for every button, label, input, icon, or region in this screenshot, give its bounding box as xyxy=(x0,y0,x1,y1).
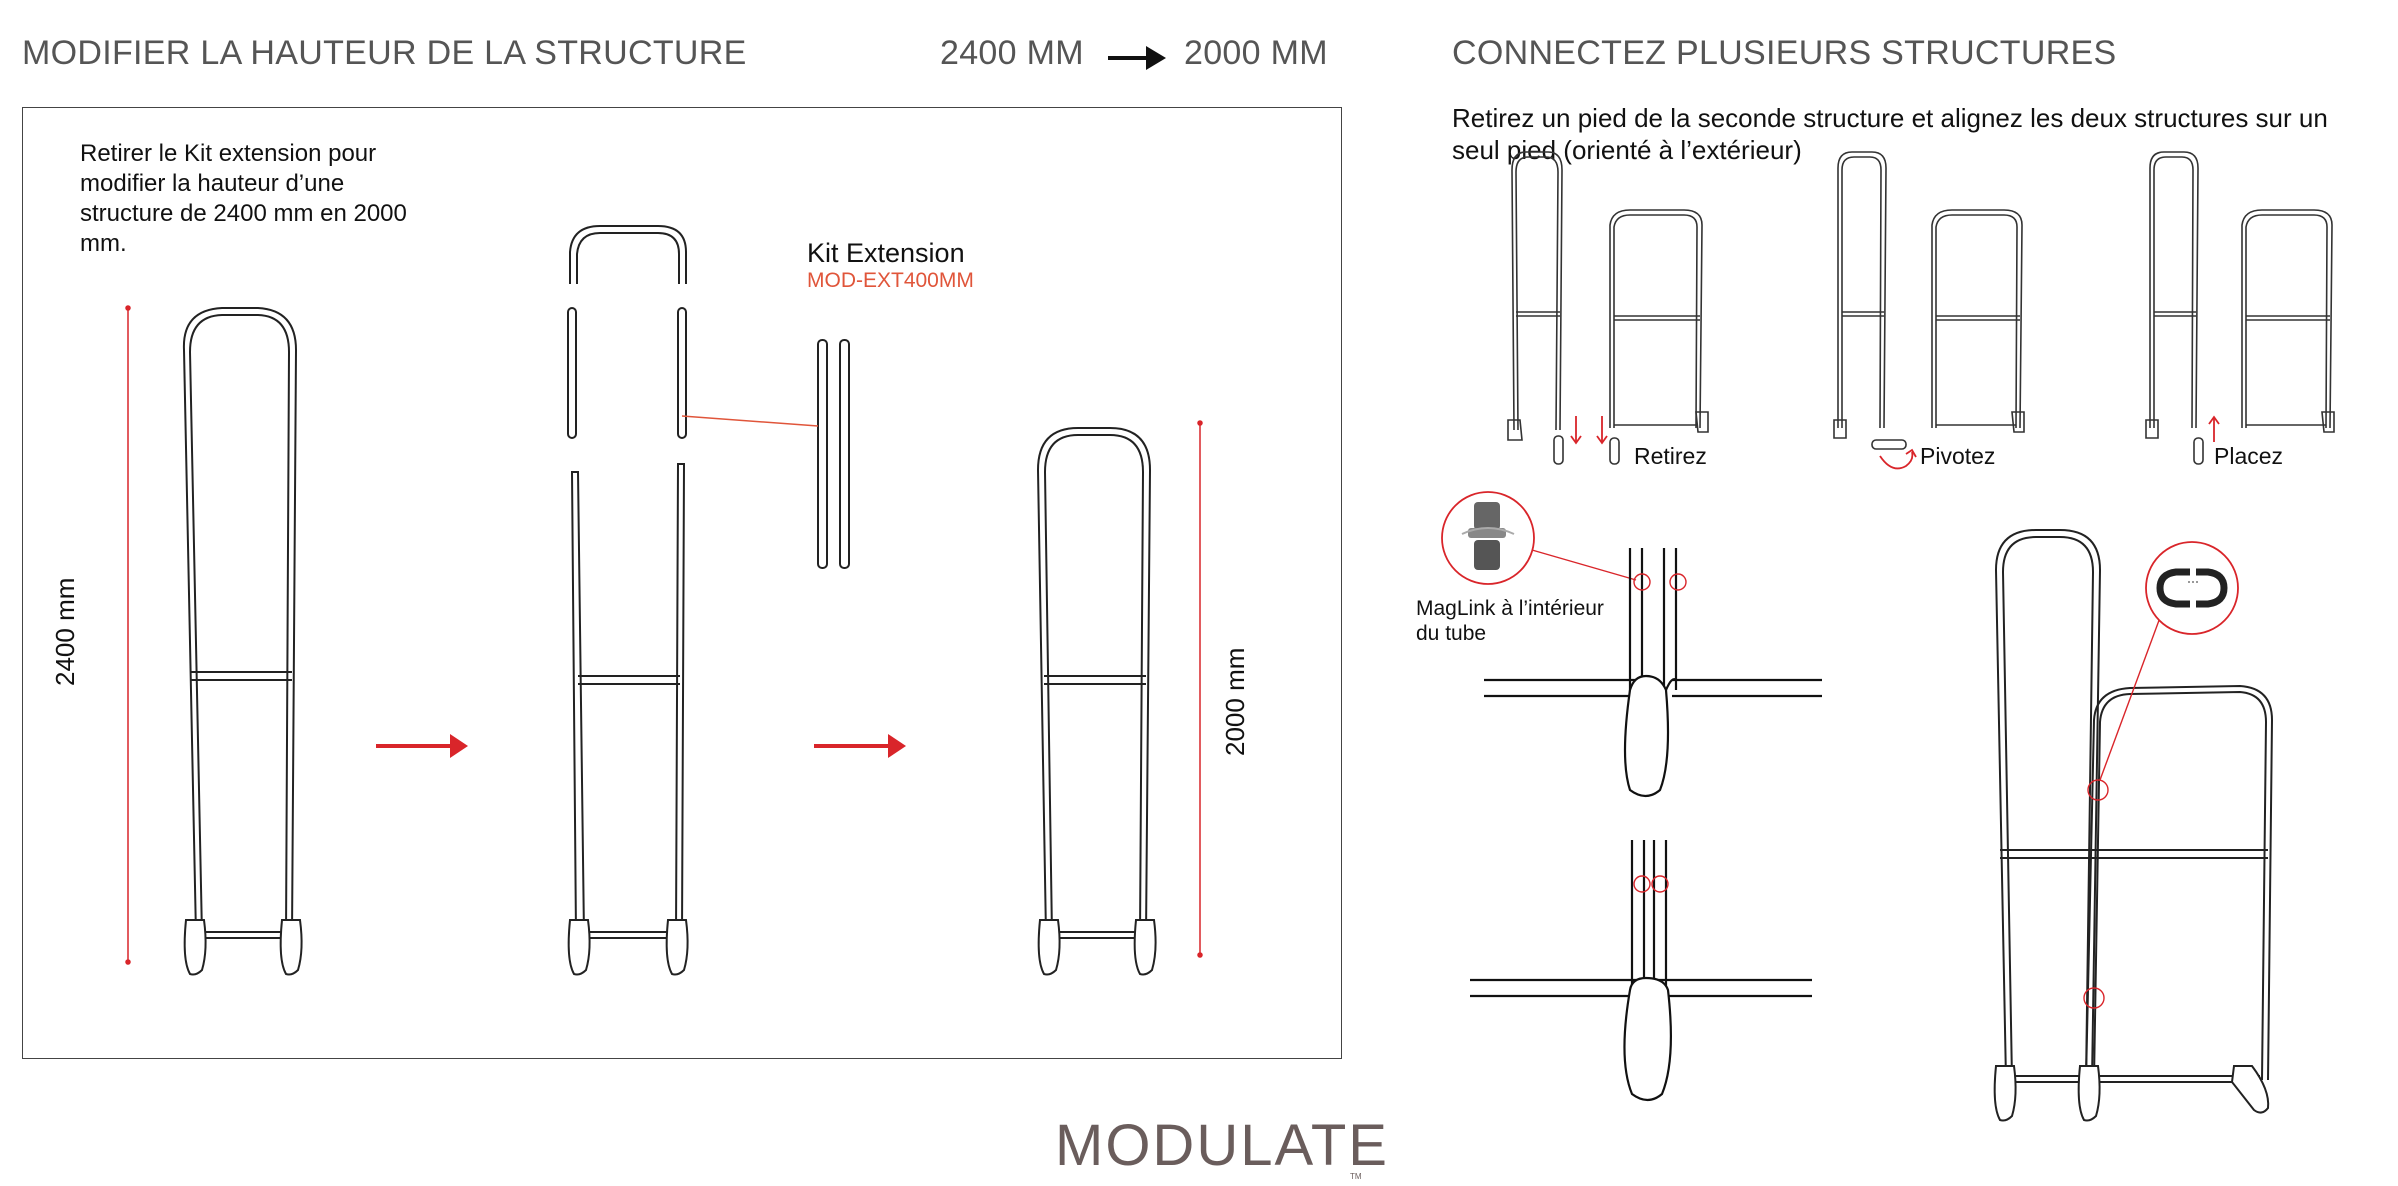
foot-right-1 xyxy=(279,919,303,976)
connected-frames xyxy=(1994,529,2274,1083)
step1-frames xyxy=(1507,151,1709,465)
height-panel xyxy=(22,107,1342,1059)
step2-frames xyxy=(1833,151,2025,450)
red-arrow-right-icon-2 xyxy=(814,734,906,758)
foot-connected-left xyxy=(1993,1065,2017,1122)
step-place-label: Placez xyxy=(2214,443,2284,469)
right-instruction: Retirez un pied de la seconde structure … xyxy=(1452,103,2328,165)
to-height: 2000 MM xyxy=(1184,34,1328,72)
foot-left-2 xyxy=(567,919,591,976)
maglink-detail-circle xyxy=(1441,491,1535,585)
extension-kit-tubes xyxy=(817,339,850,569)
left-title: MODIFIER LA HAUTEUR DE LA STRUCTURE xyxy=(22,34,747,72)
foot-left-1 xyxy=(183,919,207,976)
foot-connected-center xyxy=(2077,1065,2101,1122)
joint-detail-1 xyxy=(1484,548,1822,798)
down-arrow-icon-1 xyxy=(1570,416,1608,445)
from-height: 2400 MM xyxy=(940,34,1084,72)
modulate-logo: MODULATE xyxy=(1055,1113,1389,1178)
right-title: CONNECTEZ PLUSIEURS STRUCTURES xyxy=(1452,34,2117,72)
foot-connected-right xyxy=(2230,1065,2270,1114)
step3-frames xyxy=(2145,151,2335,465)
kit-code: MOD-EXT400MM xyxy=(807,269,974,292)
step-rotate-label: Pivotez xyxy=(1920,443,1996,469)
kit-label: Kit Extension xyxy=(807,238,965,268)
dimension-line-2400 xyxy=(125,305,131,965)
red-arrow-right-icon-1 xyxy=(376,734,468,758)
up-arrow-icon xyxy=(2208,415,2220,442)
left-instruction: Retirer le Kit extension pour modifier l… xyxy=(80,140,407,257)
joint-detail-2 xyxy=(1470,840,1812,1102)
foot-right-2 xyxy=(665,919,689,976)
magnet-icon xyxy=(2145,541,2239,635)
logo-tm: TM xyxy=(1350,1172,1362,1181)
foot-right-3 xyxy=(1133,919,1157,976)
frame-2400 xyxy=(182,307,298,939)
step-remove-label: Retirez xyxy=(1634,443,1707,469)
kit-leader-line xyxy=(681,415,819,427)
rotate-arrow-icon xyxy=(1879,448,1917,470)
dimension-line-2000 xyxy=(1197,420,1203,958)
maglink-label: MagLink à l’intérieur du tube xyxy=(1416,597,1604,645)
frame-exploded xyxy=(567,225,687,939)
maglink-leader-line xyxy=(1531,549,1637,581)
frame-2000 xyxy=(1036,427,1152,939)
foot-left-3 xyxy=(1037,919,1061,976)
